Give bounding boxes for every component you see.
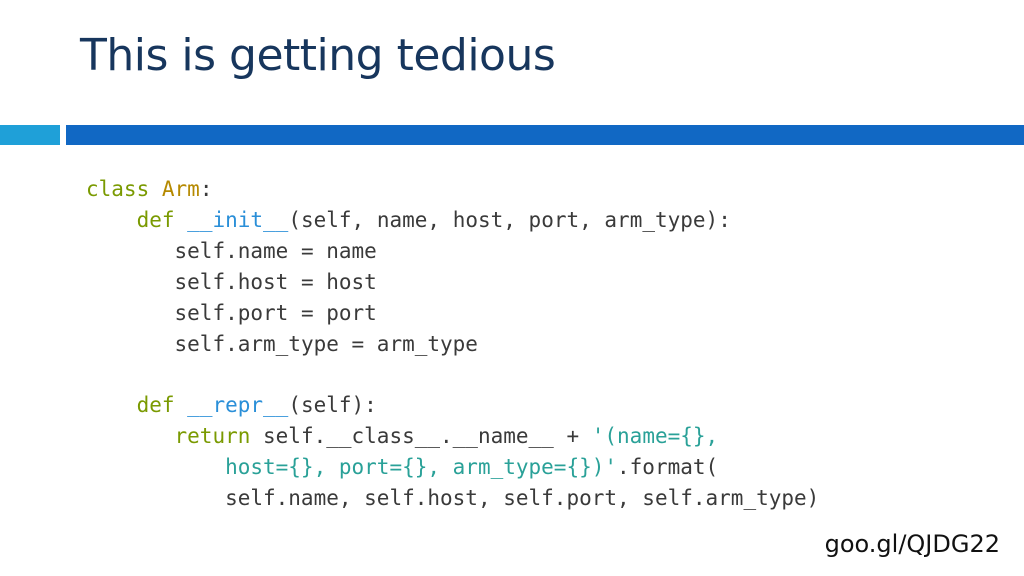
code-line-2: def __init__(self, name, host, port, arm… [86, 208, 731, 232]
keyword: def [136, 207, 175, 232]
indent [86, 393, 137, 417]
indent [86, 208, 137, 232]
code-line-4: self.host = host [86, 270, 377, 294]
code-line-10: self.name, self.host, self.port, self.ar… [86, 486, 819, 510]
footer-link[interactable]: goo.gl/QJDG22 [824, 530, 1000, 558]
code-text: (self, name, host, port, arm_type): [288, 207, 731, 232]
code-text: self.name, self.host, self.port, self.ar… [225, 486, 820, 511]
indent [86, 239, 175, 263]
string-literal: host={}, port={}, arm_type={})' [225, 455, 618, 480]
function-name: __repr__ [187, 393, 289, 418]
header-accent-bar-dark [66, 125, 1024, 145]
code-text: (self): [288, 393, 377, 418]
indent [86, 455, 225, 479]
code-line-1: class Arm: [86, 177, 212, 201]
code-text: : [199, 177, 213, 201]
indent [86, 332, 175, 356]
code-line-8: return self.__class__.__name__ + '(name=… [86, 424, 719, 449]
code-text: self.port = port [174, 300, 377, 325]
code-text: self.name = name [174, 238, 377, 263]
code-line-5: self.port = port [86, 301, 377, 325]
code-block: class Arm: def __init__(self, name, host… [86, 174, 819, 514]
code-text: self.host = host [174, 269, 377, 294]
class-name: Arm [161, 177, 200, 201]
keyword: def [136, 393, 175, 418]
keyword: class [86, 177, 150, 201]
code-text: .format( [617, 455, 719, 480]
header-accent-bar-light [0, 125, 60, 145]
code-line-6: self.arm_type = arm_type [86, 332, 478, 356]
code-text: self.arm_type = arm_type [174, 331, 478, 356]
function-name: __init__ [187, 207, 289, 232]
code-line-3: self.name = name [86, 239, 377, 263]
keyword: return [174, 424, 251, 449]
indent [86, 486, 225, 510]
code-line-9: host={}, port={}, arm_type={})'.format( [86, 455, 718, 479]
code-text: self.__class__.__name__ + [250, 424, 592, 449]
string-literal: '(name={}, [591, 424, 719, 449]
slide-title: This is getting tedious [80, 30, 556, 81]
indent [86, 424, 175, 448]
indent [86, 270, 175, 294]
indent [86, 301, 175, 325]
code-line-7: def __repr__(self): [86, 393, 377, 417]
